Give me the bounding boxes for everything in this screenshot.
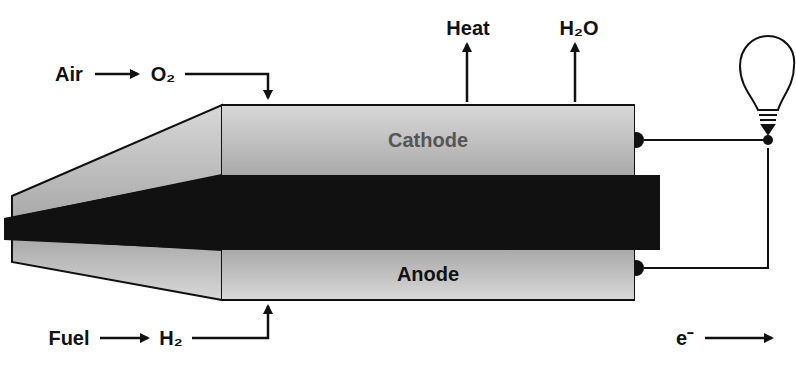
electrolyte-band bbox=[4, 175, 660, 250]
layer-label: Anode bbox=[397, 263, 459, 286]
product-label: Heat bbox=[445, 18, 490, 38]
anode-layer: Anode bbox=[222, 250, 634, 299]
gas-label: Air bbox=[54, 64, 84, 84]
gas-label: H₂ bbox=[158, 328, 183, 348]
flow-arrows bbox=[95, 44, 772, 338]
gas-label: O₂ bbox=[150, 64, 176, 84]
cathode-layer: Cathode bbox=[222, 106, 634, 175]
gas-label: Fuel bbox=[47, 328, 90, 348]
wire-junction bbox=[763, 135, 773, 145]
layer-label: Cathode bbox=[388, 129, 468, 152]
light-bulb bbox=[740, 36, 794, 134]
wire bbox=[644, 148, 768, 268]
product-label: H₂O bbox=[559, 18, 600, 38]
electron-label: e⁻ bbox=[675, 328, 695, 348]
wire bbox=[644, 139, 768, 141]
